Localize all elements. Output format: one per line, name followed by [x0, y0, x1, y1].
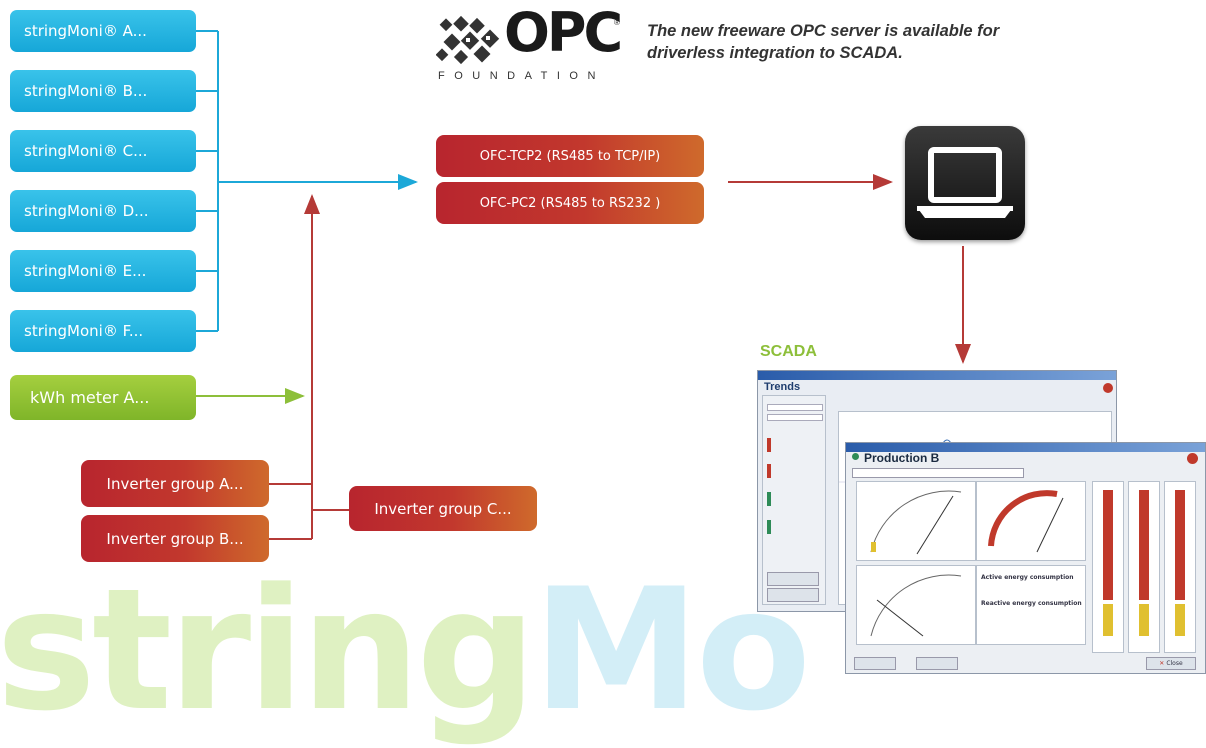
string-monitor-c[interactable]: stringMoni® C... [10, 130, 196, 172]
inverter-group-c[interactable]: Inverter group C... [349, 486, 537, 531]
trends-title: Trends [764, 381, 801, 393]
string-monitor-e[interactable]: stringMoni® E... [10, 250, 196, 292]
converter-ofc-tcp2[interactable]: OFC-TCP2 (RS485 to TCP/IP) [436, 135, 704, 177]
scada-production-window: Production B [845, 442, 1206, 674]
registered-mark: ® [614, 18, 620, 27]
opc-logo-text: OPC [504, 1, 623, 64]
scada-label: SCADA [760, 343, 817, 360]
opc-tagline: The new freeware OPC server is available… [647, 22, 1000, 62]
reactive-energy-label: Reactive energy consumption [981, 600, 1082, 607]
status-icon [852, 453, 859, 460]
close-icon[interactable] [1103, 383, 1113, 393]
inverter-group-a[interactable]: Inverter group A... [81, 460, 269, 507]
inverter-group-b[interactable]: Inverter group B... [81, 515, 269, 562]
energy-panel: Active energy consumption Reactive energ… [976, 565, 1086, 645]
converter-ofc-pc2[interactable]: OFC-PC2 (RS485 to RS232 ) [436, 182, 704, 224]
trend-button[interactable] [916, 657, 958, 670]
gauge-p-tot [856, 481, 976, 561]
computer[interactable] [905, 126, 1025, 240]
close-x-icon: ✕ [1159, 660, 1165, 667]
window-titlebar [846, 443, 1205, 452]
opc-logo-mark-icon [436, 15, 500, 65]
tab-strip[interactable] [852, 468, 1024, 478]
production-title: Production B [864, 451, 940, 465]
active-energy-label: Active energy consumption [981, 574, 1074, 581]
tables-button[interactable] [854, 657, 896, 670]
laptop-icon [917, 147, 1013, 218]
opc-foundation-logo: OPC ® FOUNDATION [436, 6, 626, 90]
bar-i2 [1128, 481, 1160, 653]
window-titlebar [758, 371, 1116, 380]
kwh-meter-a[interactable]: kWh meter A... [10, 375, 196, 420]
close-icon[interactable] [1187, 453, 1198, 464]
string-monitor-bus [196, 30, 418, 332]
bar-i3 [1164, 481, 1196, 653]
opc-logo-foundation: FOUNDATION [438, 70, 605, 82]
string-monitor-f[interactable]: stringMoni® F... [10, 310, 196, 352]
close-button[interactable]: ✕Close [1146, 657, 1196, 670]
gauge-pf-tot [976, 481, 1086, 561]
inverter-bus [269, 194, 349, 540]
bar-i1 [1092, 481, 1124, 653]
string-monitor-a[interactable]: stringMoni® A... [10, 10, 196, 52]
string-monitor-b[interactable]: stringMoni® B... [10, 70, 196, 112]
string-monitor-d[interactable]: stringMoni® D... [10, 190, 196, 232]
gauge-q-tot [856, 565, 976, 645]
connection-lines [196, 30, 971, 540]
trends-sidebar [762, 395, 826, 605]
